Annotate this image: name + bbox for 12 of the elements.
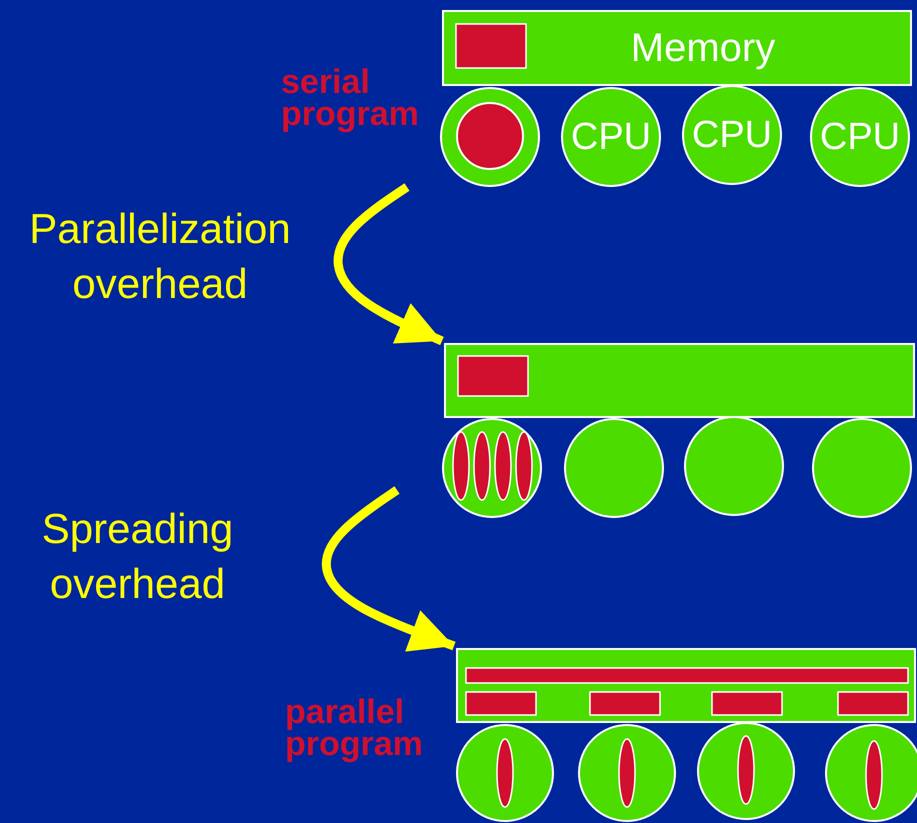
curved-arrow xyxy=(334,183,444,346)
node-label: CPU xyxy=(692,114,772,156)
program-label: serial program xyxy=(281,66,420,131)
program-label: parallel program xyxy=(285,696,424,761)
node-label: CPU xyxy=(820,116,900,158)
node-label: CPU xyxy=(570,116,652,158)
node-label: Memory xyxy=(630,26,776,70)
overhead-label: Parallelization overhead xyxy=(28,204,292,309)
overhead-label: Spreading overhead xyxy=(40,504,234,609)
curved-arrow xyxy=(322,486,456,652)
memory-bar xyxy=(444,343,915,418)
memory-bar xyxy=(442,10,912,86)
